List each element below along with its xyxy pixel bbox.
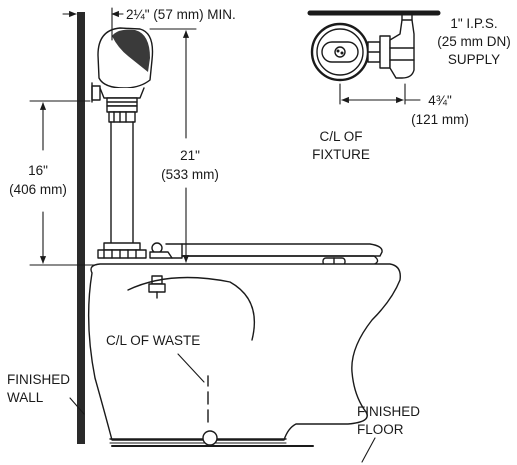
bowl-spud-nut <box>148 275 166 299</box>
waste-leader <box>177 353 205 383</box>
label-offset-min: 2¼" (57 mm) MIN. <box>126 7 236 22</box>
label-height-21-in: 21" <box>180 148 200 163</box>
valve-plan-view <box>307 10 441 82</box>
label-side-dim-in: 4¾" <box>428 93 452 108</box>
toilet-bowl <box>87 263 401 446</box>
dimension-4-3-4-in <box>339 83 421 105</box>
dimension-16-in <box>29 100 97 266</box>
dimension-min-offset <box>62 7 124 41</box>
flush-tube <box>97 121 147 259</box>
label-supply-line1: 1" I.P.S. <box>450 16 497 31</box>
label-height-21-mm: (533 mm) <box>161 167 219 182</box>
finished-wall <box>77 12 85 444</box>
label-supply-line3: SUPPLY <box>448 52 500 67</box>
label-floor-line2: FLOOR <box>357 422 404 437</box>
label-wall-line2: WALL <box>7 390 44 405</box>
seat-and-hinge <box>149 242 383 266</box>
flush-valve-head <box>91 27 154 123</box>
dimension-21-in <box>149 28 197 263</box>
label-height-16-in: 16" <box>28 163 48 178</box>
label-supply-line2: (25 mm DN) <box>437 34 511 49</box>
label-floor-line1: FINISHED <box>357 404 420 419</box>
floor-leader <box>361 437 376 463</box>
label-fixture-line2: FIXTURE <box>312 147 370 162</box>
wall-leader <box>69 397 85 415</box>
label-wall-line1: FINISHED <box>7 372 70 387</box>
label-side-dim-mm: (121 mm) <box>411 112 469 127</box>
label-fixture-line1: C/L OF <box>319 129 362 144</box>
label-waste: C/L OF WASTE <box>106 333 200 348</box>
label-height-16-mm: (406 mm) <box>9 182 67 197</box>
